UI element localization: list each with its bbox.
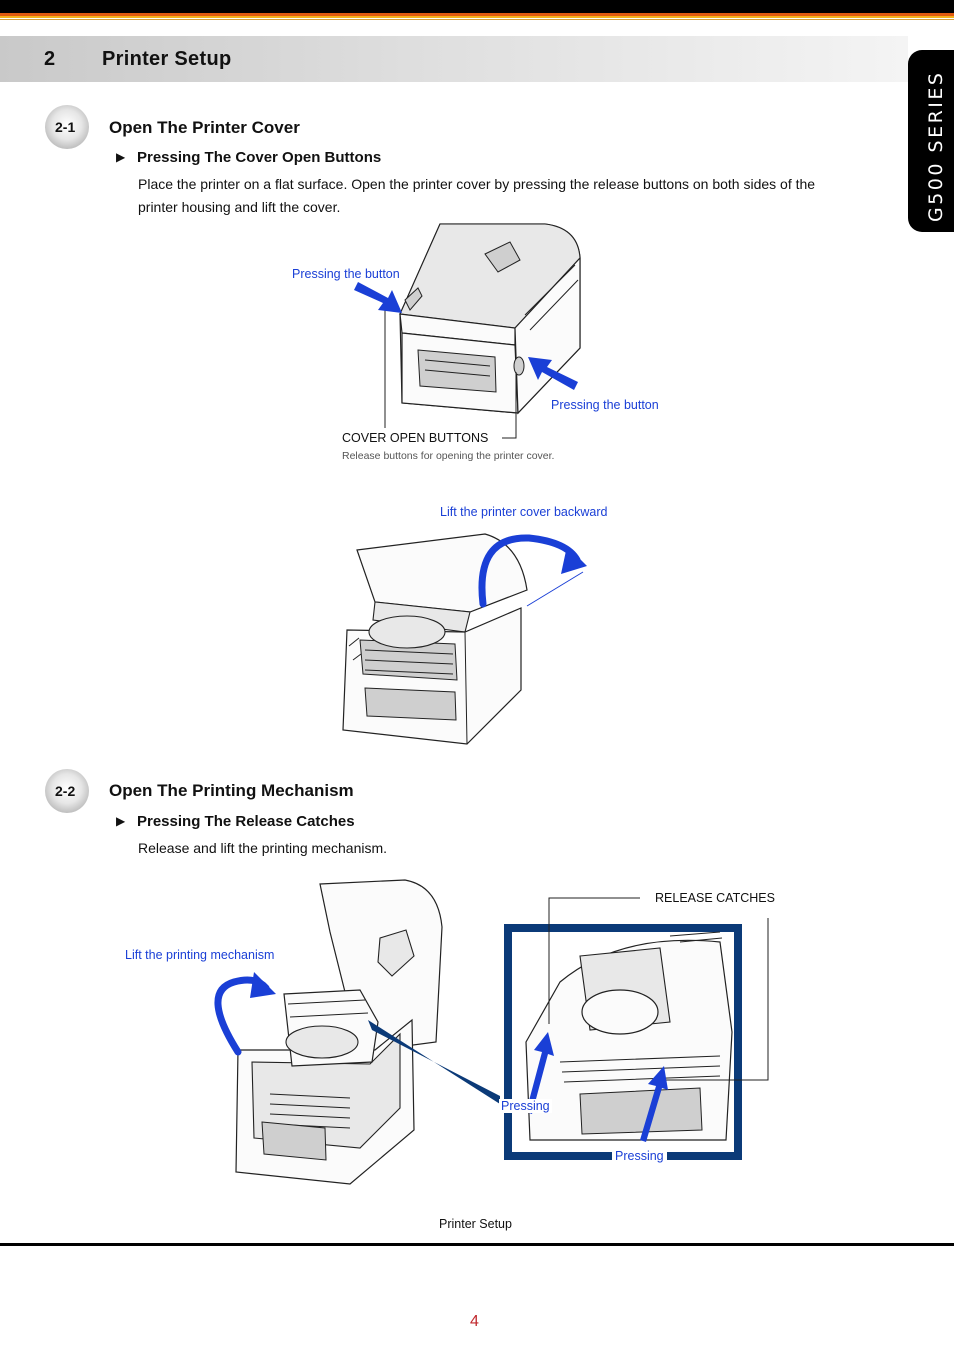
section-title: Printer Setup (102, 48, 232, 70)
subsection-title-2-2: Open The Printing Mechanism (109, 781, 354, 800)
section-number: 2 (44, 48, 56, 70)
header-black-bar (0, 0, 954, 13)
page-number: 4 (470, 1313, 479, 1330)
step-title-release-catches: Pressing The Release Catches (137, 813, 355, 830)
printer-cover-lift-illustration (342, 533, 587, 745)
callout-cover-open-buttons: COVER OPEN BUTTONS (342, 431, 489, 445)
callout-cover-open-desc: Release buttons for opening the printer … (342, 450, 555, 462)
step-title-cover-buttons: Pressing The Cover Open Buttons (137, 149, 382, 166)
triangle-bullet-icon: ▶ (116, 150, 126, 164)
subsection-title-2-1: Open The Printer Cover (109, 118, 300, 137)
series-side-tab (908, 50, 954, 232)
triangle-bullet-icon: ▶ (116, 814, 126, 828)
printer-closed-illustration (354, 223, 581, 439)
label-release-catches: RELEASE CATCHES (655, 891, 775, 905)
label-lift-printing-mechanism: Lift the printing mechanism (125, 948, 275, 962)
badge-label-2-2: 2-2 (55, 783, 76, 799)
printing-mechanism-illustration (214, 879, 769, 1185)
section-header-bar (0, 36, 908, 82)
label-pressing-left: Pressing (499, 1099, 552, 1113)
footer-caption: Printer Setup (439, 1217, 512, 1231)
header-yellow-stripe (0, 16, 954, 18)
step-text-line-1: Place the printer on a flat surface. Ope… (138, 176, 816, 192)
label-lift-cover-backward: Lift the printer cover backward (440, 505, 608, 519)
header-orange-stripe (0, 13, 954, 16)
badge-label-2-1: 2-1 (55, 119, 76, 135)
step-text-release: Release and lift the printing mechanism. (138, 840, 388, 856)
label-pressing-button-right: Pressing the button (551, 398, 659, 412)
header-thin-stripe (0, 19, 954, 20)
footer-rule (0, 1243, 954, 1246)
series-side-tab-label: G500 SERIES (925, 70, 947, 222)
section-badge-2-1 (45, 105, 89, 149)
label-pressing-button-left: Pressing the button (292, 267, 400, 281)
label-pressing-bottom: Pressing (612, 1149, 667, 1163)
step-text-line-2: printer housing and lift the cover. (138, 199, 341, 215)
section-badge-2-2 (45, 769, 89, 813)
